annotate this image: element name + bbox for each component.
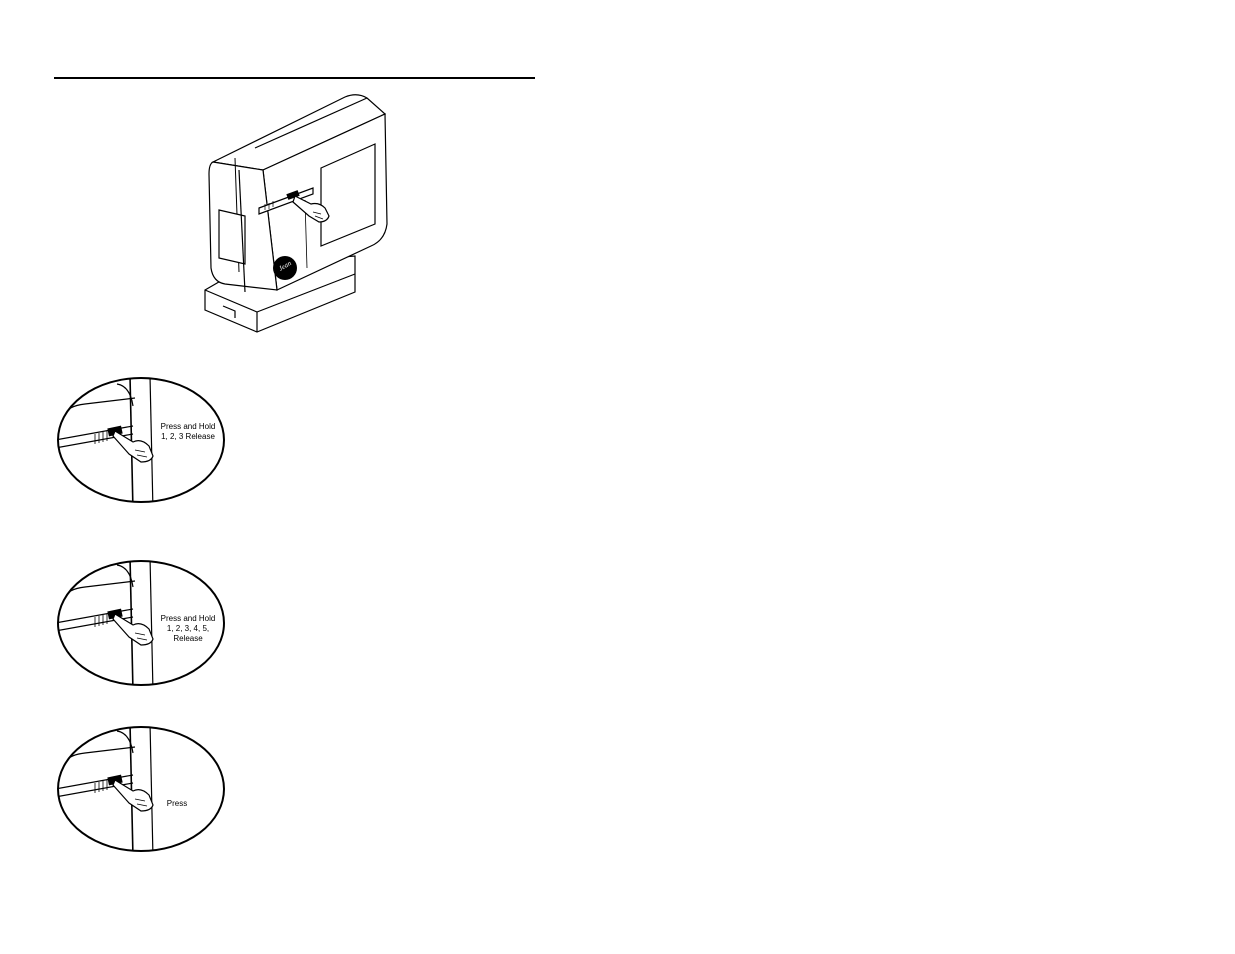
step-3-figure: Press (55, 723, 230, 858)
zoom-illustration (57, 560, 225, 686)
header-rule (54, 77, 535, 79)
step-2-figure: Press and Hold 1, 2, 3, 4, 5, Release (55, 557, 230, 692)
device-illustration: Jean (195, 92, 400, 337)
step-3-callout: Press (155, 799, 199, 809)
zoom-illustration (57, 726, 225, 852)
step-1-callout: Press and Hold 1, 2, 3 Release (155, 422, 221, 442)
callout-line: 1, 2, 3, 4, 5, (166, 624, 210, 633)
step-1-figure: Press and Hold 1, 2, 3 Release (55, 376, 230, 511)
callout-line: Press (166, 799, 188, 808)
device-drawing (204, 94, 388, 333)
zoom-illustration (57, 377, 225, 503)
callout-line: Press and Hold (160, 422, 216, 431)
callout-line: 1, 2, 3 Release (161, 432, 215, 441)
callout-line: Release (173, 634, 203, 643)
callout-line: Press and Hold (160, 614, 216, 623)
step-2-callout: Press and Hold 1, 2, 3, 4, 5, Release (155, 614, 221, 644)
